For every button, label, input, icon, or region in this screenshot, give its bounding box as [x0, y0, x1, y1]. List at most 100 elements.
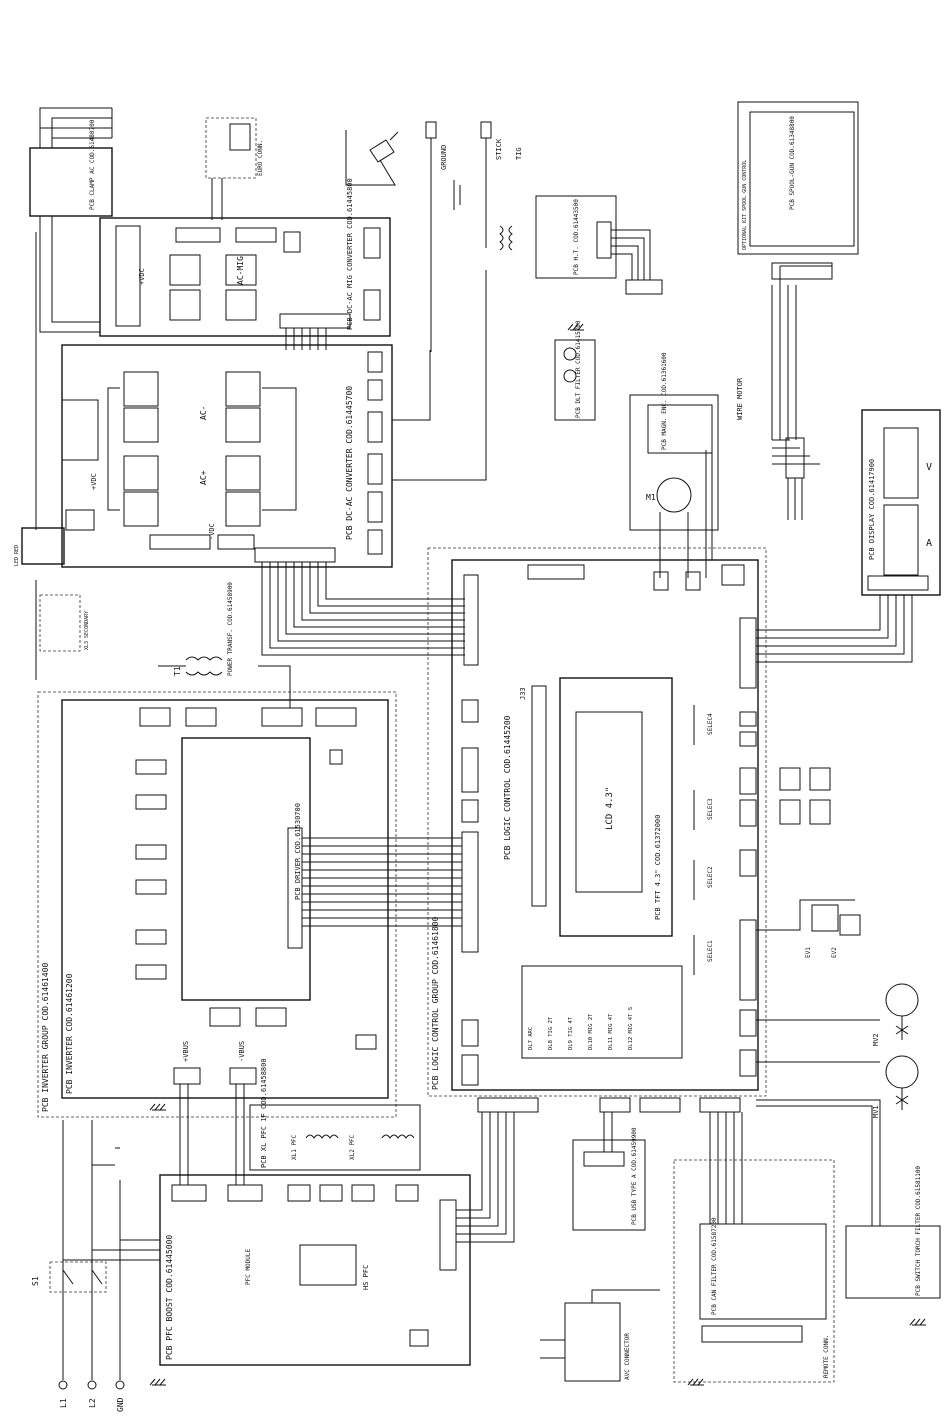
pfc-module-label: PFC MODULE [245, 1248, 252, 1285]
driver-board-title: PCB DRIVER COD.61530700 [294, 803, 302, 900]
mv1-label: MV1 [872, 1105, 880, 1118]
minus-vbus-label: -VBUS [238, 1041, 246, 1062]
ground-label: GROUND [440, 145, 448, 170]
optional-kit-outline [737, 101, 859, 255]
ht-connector [596, 221, 612, 259]
display-v: V [926, 462, 932, 473]
power-transformer: T1 POWER TRANSF. COD.61458900 [158, 582, 291, 708]
logic-board-title: PCB LOGIC CONTROL COD.61445200 [503, 715, 512, 860]
lcd-connector-label: J33 [519, 687, 527, 700]
lcd-connector-j33 [531, 685, 547, 907]
can-filter-board [699, 1223, 827, 1320]
xl2-coil [381, 1134, 415, 1139]
display-a-digits [883, 504, 919, 576]
led-3: DL9 TIG 4T [568, 1016, 574, 1050]
inverter-group-title: PCB INVERTER GROUP COD.61461400 [41, 963, 50, 1112]
xl-pfc-board [249, 1104, 421, 1171]
pfc-module [299, 1244, 357, 1286]
remote-wires [709, 1112, 743, 1224]
switch-filter-title: PCB SWITCH TORCH FILTER COD.61581100 [915, 1166, 922, 1296]
led-red-label: LED RED [14, 545, 20, 566]
vbus-minus-conn [229, 1067, 257, 1085]
xl2-label: XL2 PFC [349, 1134, 356, 1160]
led-panel [521, 965, 683, 1059]
dc-ac-mig-igbts [115, 225, 381, 329]
motor-m1: M1 [646, 493, 656, 502]
euro-conn-outline [205, 117, 257, 179]
xl3-box [39, 594, 81, 652]
euro-conn-wires [211, 178, 223, 220]
dc-ac-connectors [61, 351, 383, 563]
ht-coil [499, 225, 513, 251]
ht-title: PCB H.T. COD.61443500 [573, 199, 580, 275]
clamp-ac-title: PCB CLAMP AC COD.61480700 [89, 119, 96, 210]
t1-label: T1 [173, 666, 182, 676]
usb-board [572, 1139, 646, 1231]
wire-motor-label: WIRE MOTOR [736, 377, 744, 420]
led-5: DL11 MIG 4T [608, 1013, 614, 1050]
logic-board [451, 559, 759, 1091]
led-red-box [21, 527, 65, 565]
xl1-coil [305, 1134, 339, 1139]
inverter-board-title: PCB INVERTER COD.61461200 [65, 973, 74, 1094]
avc-connector-label: AVC CONNECTOR [624, 1333, 631, 1380]
led-2: DL8 TIG 2T [548, 1016, 554, 1050]
xl1-label: XL1 PFC [291, 1134, 298, 1160]
remote-connector [701, 1325, 803, 1343]
dlt-filter-title: PCB DLT FILTER COD.61415700 [575, 320, 582, 418]
dc-ac-mig-label: AC-MIG [236, 256, 245, 285]
mains-l2: L2 [88, 1398, 97, 1408]
mains-l1: L1 [59, 1398, 68, 1408]
ev1-label: EV1 [805, 947, 812, 958]
vbus-plus-conn [173, 1067, 201, 1085]
clamp-ac-board [29, 147, 113, 217]
vbus-wires [179, 1084, 245, 1185]
tig-label: TIG [515, 147, 523, 160]
pfc-logic-bus [456, 1112, 515, 1243]
remote-conn-label: REMOTE CONN. [823, 1335, 830, 1378]
pfc-connectors [171, 1184, 457, 1347]
inverter-logic-bus [302, 837, 462, 927]
usb-connector [583, 1151, 625, 1167]
mig-bus [285, 328, 327, 350]
lcd-screen [575, 711, 643, 893]
led-6: DL12 MIG 4T S [628, 1007, 634, 1050]
display-board [861, 409, 941, 596]
usb-title: PCB USB TYPE A COD.61459900 [631, 1127, 638, 1225]
dc-ac-title: PCB DC-AC CONVERTER COD.61445700 [345, 386, 354, 540]
power-transf-title: POWER TRANSF. COD.61458900 [227, 582, 234, 676]
select-3: SELEC3 [707, 798, 714, 820]
select-4: SELEC4 [707, 713, 714, 735]
select-buttons: SELEC4 SELEC3 SELEC2 SELEC1 [693, 705, 714, 975]
mains-gnd: GND [116, 1397, 125, 1412]
display-v-digits [883, 427, 919, 499]
euro-conn-box [229, 123, 251, 151]
s1-label: S1 [31, 1276, 40, 1286]
can-filter-title: PCB CAN FILTER COD.61587200 [711, 1217, 718, 1315]
dc-ac-mig-title: PCB DC-AC MIG CONVERTER COD.61445800 [346, 178, 354, 330]
spool-gun-board [749, 111, 855, 247]
logic-group-title: PCB LOGIC CONTROL GROUP COD.61461800 [431, 916, 440, 1090]
remote-conn-outline [673, 1159, 835, 1383]
lcd-label: LCD 4.3" [605, 787, 615, 830]
dlt-filter-board [554, 339, 596, 421]
clamp-to-mig [39, 216, 100, 333]
avc-wires [540, 1289, 660, 1359]
select-1: SELEC1 [707, 940, 714, 962]
plus-vbus-label: +VBUS [182, 1041, 190, 1062]
driver-connector-j1 [287, 827, 303, 949]
ht-wires [611, 229, 651, 280]
ev2-label: EV2 [831, 947, 838, 958]
magn-enc-title: PCB MAGN. ENC. COD.61361600 [661, 352, 668, 450]
usb-wires [603, 1112, 613, 1152]
torch-icon [345, 130, 399, 186]
dlt-lamp-2 [563, 369, 577, 383]
tft-board [559, 677, 673, 937]
dc-ac-mig-plus-vdc: +VDC [138, 268, 146, 285]
dc-ac-minus-vdc: -VDC [208, 523, 216, 540]
display-title: PCB DISPLAY COD.61417900 [868, 459, 876, 560]
output-terminals: GROUND STICK TIG [392, 121, 523, 481]
display-a: A [926, 538, 932, 549]
pfc-boost-board [159, 1174, 471, 1366]
